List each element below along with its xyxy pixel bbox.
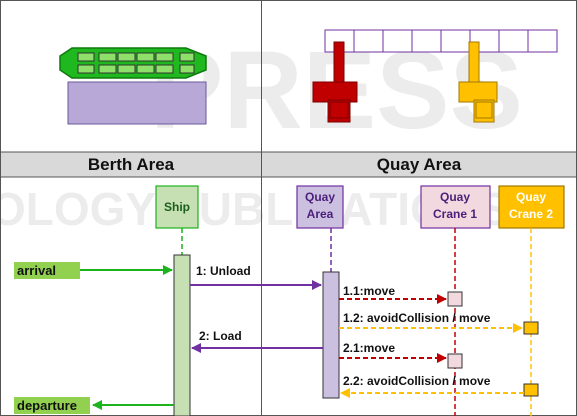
quay-area-lifeline-box [296,185,344,229]
crane-1-label-line1: Quay [440,190,470,204]
header-bar [0,151,577,178]
container [179,64,195,74]
crane-1-activation [447,291,463,307]
departure-label-box [14,397,90,414]
crane-2-activation [523,383,539,397]
quay-area-label-line1: Quay [305,190,335,204]
ship-lifeline-label: Ship [164,200,190,214]
avoid-2-2-label: 2.2: avoidCollision / move [343,374,491,388]
container [155,52,174,62]
ship-lifeline-box [155,185,199,229]
crane-2-label-line2: Crane 2 [509,207,553,221]
ship-illustration [59,47,207,125]
message-avoid-1-2: 1.2: avoidCollision / move [339,311,523,333]
container [117,52,136,62]
container [98,52,117,62]
arrival-label: arrival [17,263,56,278]
crane-2-lifeline-box [498,185,565,229]
container [77,52,95,62]
crane-2-activation [523,321,539,335]
container [136,52,155,62]
arrival-event: arrival [14,262,173,279]
container [98,64,117,74]
lifeline-crane-2: Quay Crane 2 [498,185,565,416]
quay-area-header: Quay Area [377,155,462,174]
berth [67,81,207,125]
container [77,64,95,74]
crane-1-shape [312,41,358,123]
crane-2-label-line1: Quay [516,190,546,204]
arrival-label-box [14,262,80,279]
container [179,52,195,62]
ship-activation [173,254,191,416]
crane-illustration [312,29,558,123]
container [155,64,174,74]
lifeline-crane-1: Quay Crane 1 [420,185,491,416]
departure-event: departure [14,397,174,414]
message-move-1-1: 1.1:move [339,284,447,304]
avoid-1-2-label: 1.2: avoidCollision / move [343,311,491,325]
message-avoid-2-2: 2.2: avoidCollision / move [340,374,524,398]
unload-label: 1: Unload [196,264,251,278]
crane-2-shape [458,41,498,123]
quay-area-label-line2: Area [307,207,334,221]
message-unload: 1: Unload [190,264,322,290]
move-2-1-label: 2.1:move [343,341,395,355]
crane-1-label-line2: Crane 1 [433,207,477,221]
container [136,64,155,74]
container [117,64,136,74]
message-move-2-1: 2.1:move [339,341,447,363]
crane-1-lifeline-box [420,185,491,229]
lifeline-ship: Ship [155,185,199,416]
load-label: 2: Load [199,329,242,343]
lifeline-quay-area: Quay Area [296,185,344,399]
berth-area-header: Berth Area [88,155,175,174]
move-1-1-label: 1.1:move [343,284,395,298]
departure-label: departure [17,398,77,413]
crane-1-activation [447,353,463,369]
message-load: 2: Load [191,329,323,353]
quay-area-activation [322,271,340,399]
